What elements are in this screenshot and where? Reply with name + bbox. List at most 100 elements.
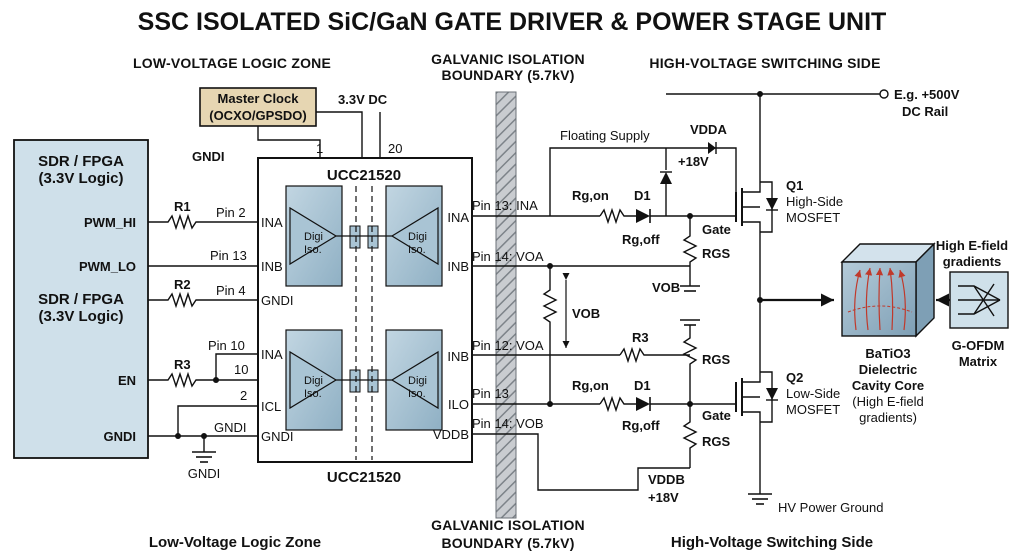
chip-in-ina: INA <box>261 215 283 230</box>
chip-in-gndi2: GNDI <box>261 429 294 444</box>
floating-supply-label: Floating Supply <box>560 128 650 143</box>
q2-desc-1: Low-Side <box>786 386 840 401</box>
chip-pin20: 20 <box>388 141 402 156</box>
page-title: SSC ISOLATED SiC/GaN GATE DRIVER & POWER… <box>138 8 887 36</box>
pin10-label: Pin 10 <box>208 338 245 353</box>
signal-gndi: GNDI <box>104 429 137 444</box>
gofdm-matrix <box>949 271 1009 329</box>
signal-en: EN <box>118 373 136 388</box>
iso-bot-right-l1: Digi <box>408 375 427 387</box>
q1-desc-2: MOSFET <box>786 210 840 225</box>
chip-name-top: UCC21520 <box>327 167 401 184</box>
q2-label: Q2 <box>786 370 803 385</box>
cavity-line-2: Dielectric <box>859 362 918 377</box>
q1-mosfet <box>735 168 778 246</box>
gofdm-bot-1: G-OFDM <box>952 338 1005 353</box>
rail-label-1: E.g. +500V <box>894 87 960 102</box>
zone-label-high-top: HIGH-VOLTAGE SWITCHING SIDE <box>649 55 880 71</box>
supply-label-3v3: 3.3V DC <box>338 92 388 107</box>
pin14-vob-label: Pin 14: VOB <box>472 416 544 431</box>
master-clock-line1: Master Clock <box>218 91 300 106</box>
pin12-voa-label: Pin 12: VOA <box>472 338 544 353</box>
iso-channel-bottom: Digi Iso. Digi Iso. <box>285 329 443 431</box>
r2-label: R2 <box>174 277 191 292</box>
iso-top-right-l1: Digi <box>408 231 427 243</box>
rgoff-high-label: Rg,off <box>622 232 660 247</box>
cavity-line-3: Cavity Core <box>852 378 924 393</box>
vdda-label: VDDA <box>690 122 727 137</box>
iso-top-left-l2: Iso. <box>304 244 322 256</box>
gofdm-top-1: High E-field <box>936 238 1008 253</box>
rgs-low-top-label: RGS <box>702 352 731 367</box>
clock-gnd-label: GNDI <box>192 149 225 164</box>
fpga-title-top-1: SDR / FPGA <box>38 153 124 170</box>
chip-out-inb: INB <box>447 259 469 274</box>
chip-out-inb2: INB <box>447 349 469 364</box>
chip-out-vddb: VDDB <box>433 427 469 442</box>
signal-pwm-hi: PWM_HI <box>84 215 136 230</box>
iso-bot-left-l2: Iso. <box>304 388 322 400</box>
pin13-ina-label: Pin 13: INA <box>472 198 538 213</box>
ground-symbol-low-top <box>680 319 700 326</box>
gate-driver-chip: 1 20 UCC21520 UCC21520 Digi Iso. Digi Is… <box>257 141 473 486</box>
zone-label-iso-top-2: BOUNDARY (5.7kV) <box>441 67 574 83</box>
pin10-num: 10 <box>234 362 248 377</box>
rgon-high-label: Rg,on <box>572 188 609 203</box>
zone-label-iso-bottom-2: BOUNDARY (5.7kV) <box>441 535 574 551</box>
chip-in-icl: ICL <box>261 399 281 414</box>
rgs-low-label: RGS <box>702 434 731 449</box>
pin13-label-right: Pin 13 <box>472 386 509 401</box>
rail-label-2: DC Rail <box>902 104 948 119</box>
master-clock-line2: (OCXO/GPSDO) <box>209 108 307 123</box>
vddb-label: VDDB <box>648 472 685 487</box>
d1-high-label: D1 <box>634 188 651 203</box>
master-clock-block: Master Clock (OCXO/GPSDO) <box>199 87 317 127</box>
cavity-line-4: (High E-field <box>852 394 924 409</box>
pin2b-num: 2 <box>240 388 247 403</box>
gofdm-top-2: gradients <box>943 254 1002 269</box>
iso-bot-right-l2: Iso. <box>408 388 426 400</box>
rgon-low-label: Rg,on <box>572 378 609 393</box>
pin2-label: Pin 2 <box>216 205 246 220</box>
chip-name-bottom: UCC21520 <box>327 469 401 486</box>
plus18-high-label: +18V <box>678 154 709 169</box>
iso-top-right-l2: Iso. <box>408 244 426 256</box>
ground-symbol-vob <box>680 285 700 292</box>
chip-in-ina2: INA <box>261 347 283 362</box>
q2-mosfet <box>735 371 778 494</box>
iso-channel-top: Digi Iso. Digi Iso. <box>285 185 443 287</box>
fpga-title-mid-1: SDR / FPGA <box>38 291 124 308</box>
chip-out-ina: INA <box>447 210 469 225</box>
hv-ground-label: HV Power Ground <box>778 500 884 515</box>
pin14-voa-label: Pin 14: VOA <box>472 249 544 264</box>
iso-bot-left-l1: Digi <box>304 375 323 387</box>
zone-label-iso-bottom-1: GALVANIC ISOLATION <box>431 517 585 533</box>
pin4-label: Pin 4 <box>216 283 246 298</box>
d1-low-label: D1 <box>634 378 651 393</box>
r3-right-label: R3 <box>632 330 649 345</box>
ground-symbol-gndi <box>192 451 216 463</box>
cavity-line-5: gradients) <box>859 410 917 425</box>
r3-left-label: R3 <box>174 357 191 372</box>
plus18-low-label: +18V <box>648 490 679 505</box>
vob-mid-label: VOB <box>572 306 600 321</box>
q1-label: Q1 <box>786 178 803 193</box>
rgs-high-label: RGS <box>702 246 731 261</box>
fpga-title-mid-2: (3.3V Logic) <box>38 308 123 325</box>
gate-low-label: Gate <box>702 408 731 423</box>
ground-symbol-hv <box>748 493 772 505</box>
fpga-block: SDR / FPGA (3.3V Logic) PWM_HI PWM_LO SD… <box>13 139 149 459</box>
chip-out-ilo: ILO <box>448 397 469 412</box>
pin13-left-label: Pin 13 <box>210 248 247 263</box>
isolation-barrier <box>495 91 517 519</box>
gofdm-bot-2: Matrix <box>959 354 998 369</box>
cavity-line-1: BaTiO3 <box>865 346 910 361</box>
dielectric-cavity <box>840 242 936 338</box>
vob-label: VOB <box>652 280 680 295</box>
q1-desc-1: High-Side <box>786 194 843 209</box>
chip-in-inb: INB <box>261 259 283 274</box>
signal-pwm-lo: PWM_LO <box>79 259 136 274</box>
chip-in-gndi: GNDI <box>261 293 294 308</box>
fpga-title-top-2: (3.3V Logic) <box>38 170 123 187</box>
